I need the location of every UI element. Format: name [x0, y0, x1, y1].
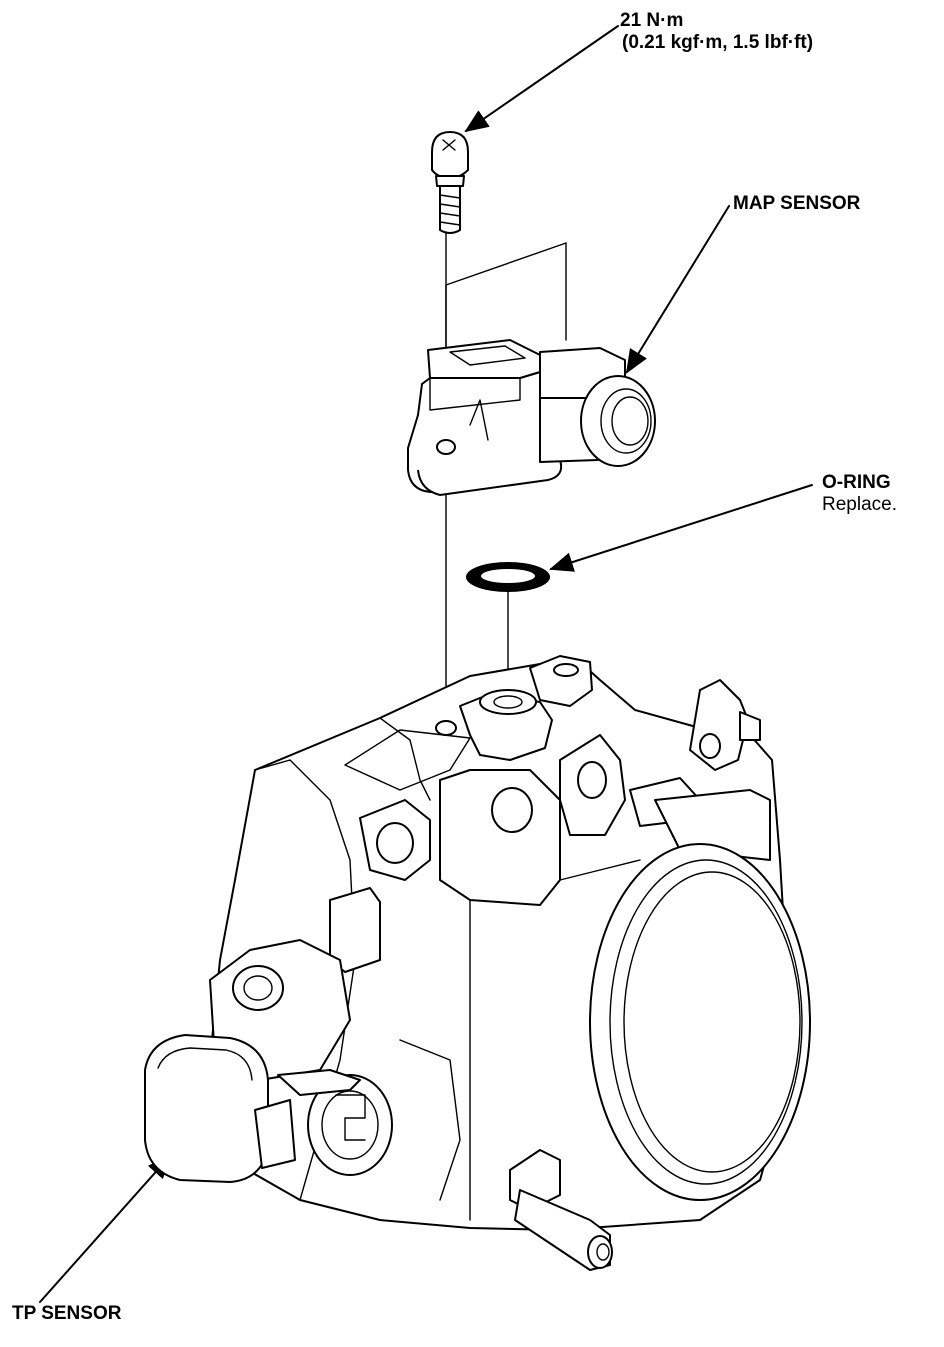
tp-sensor-leader-arrow	[39, 1154, 172, 1303]
torque-leader-arrow	[464, 25, 619, 133]
o-ring-part	[466, 562, 550, 592]
tp-sensor-label: TP SENSOR	[12, 1303, 122, 1324]
torque-value-label: 21 N·m	[620, 10, 684, 31]
map-sensor-part	[407, 339, 656, 496]
map-sensor-leader-arrow	[625, 205, 730, 374]
o-ring-label: O-RING	[822, 472, 891, 493]
torque-alt-label: (0.21 kgf·m, 1.5 lbf·ft)	[622, 32, 814, 53]
leader-lines	[39, 25, 813, 1303]
tp-sensor-part	[144, 939, 393, 1183]
o-ring-note-label: Replace.	[822, 494, 897, 515]
map-sensor-label: MAP SENSOR	[733, 193, 861, 214]
bolt-icon	[431, 131, 469, 234]
o-ring-leader-arrow	[549, 484, 813, 572]
